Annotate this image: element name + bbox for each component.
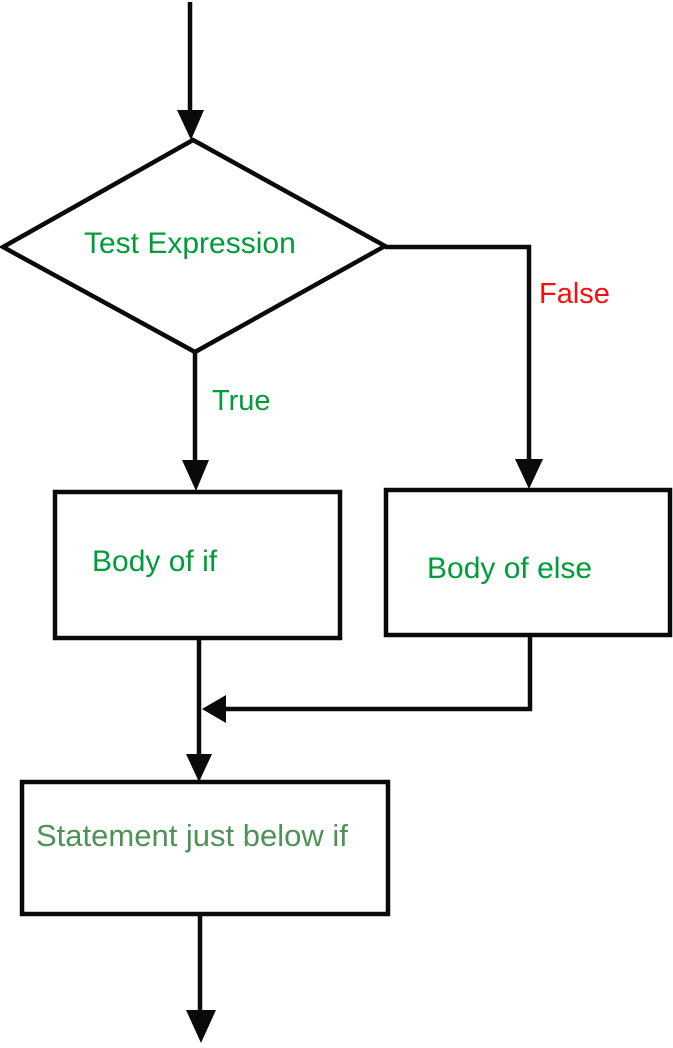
exit-arrowhead-icon [186,1010,216,1043]
true-arrowhead-icon [182,460,209,491]
false-arrowhead-icon [515,459,543,489]
true-branch-arrow [182,352,209,491]
merge-arrowhead-icon [202,695,226,723]
else-merge-line [226,635,533,712]
statement-arrowhead-icon [186,754,212,782]
else-merge-arrow [202,635,533,723]
body-of-if-label: Body of if [92,545,218,578]
entry-arrow [177,2,204,140]
body-of-else-label: Body of else [427,552,593,585]
entry-arrowhead-icon [177,110,204,140]
exit-arrow [186,914,216,1043]
statement-box [19,779,391,917]
statement-label: Statement just below if [36,818,348,853]
decision-label: Test Expression [84,227,296,260]
false-branch-arrow [385,244,543,489]
body-of-if-box [52,489,343,641]
false-branch-line [385,244,532,460]
true-branch-label: True [212,385,271,417]
if-to-statement-arrow [186,638,212,782]
false-branch-label: False [539,278,610,310]
